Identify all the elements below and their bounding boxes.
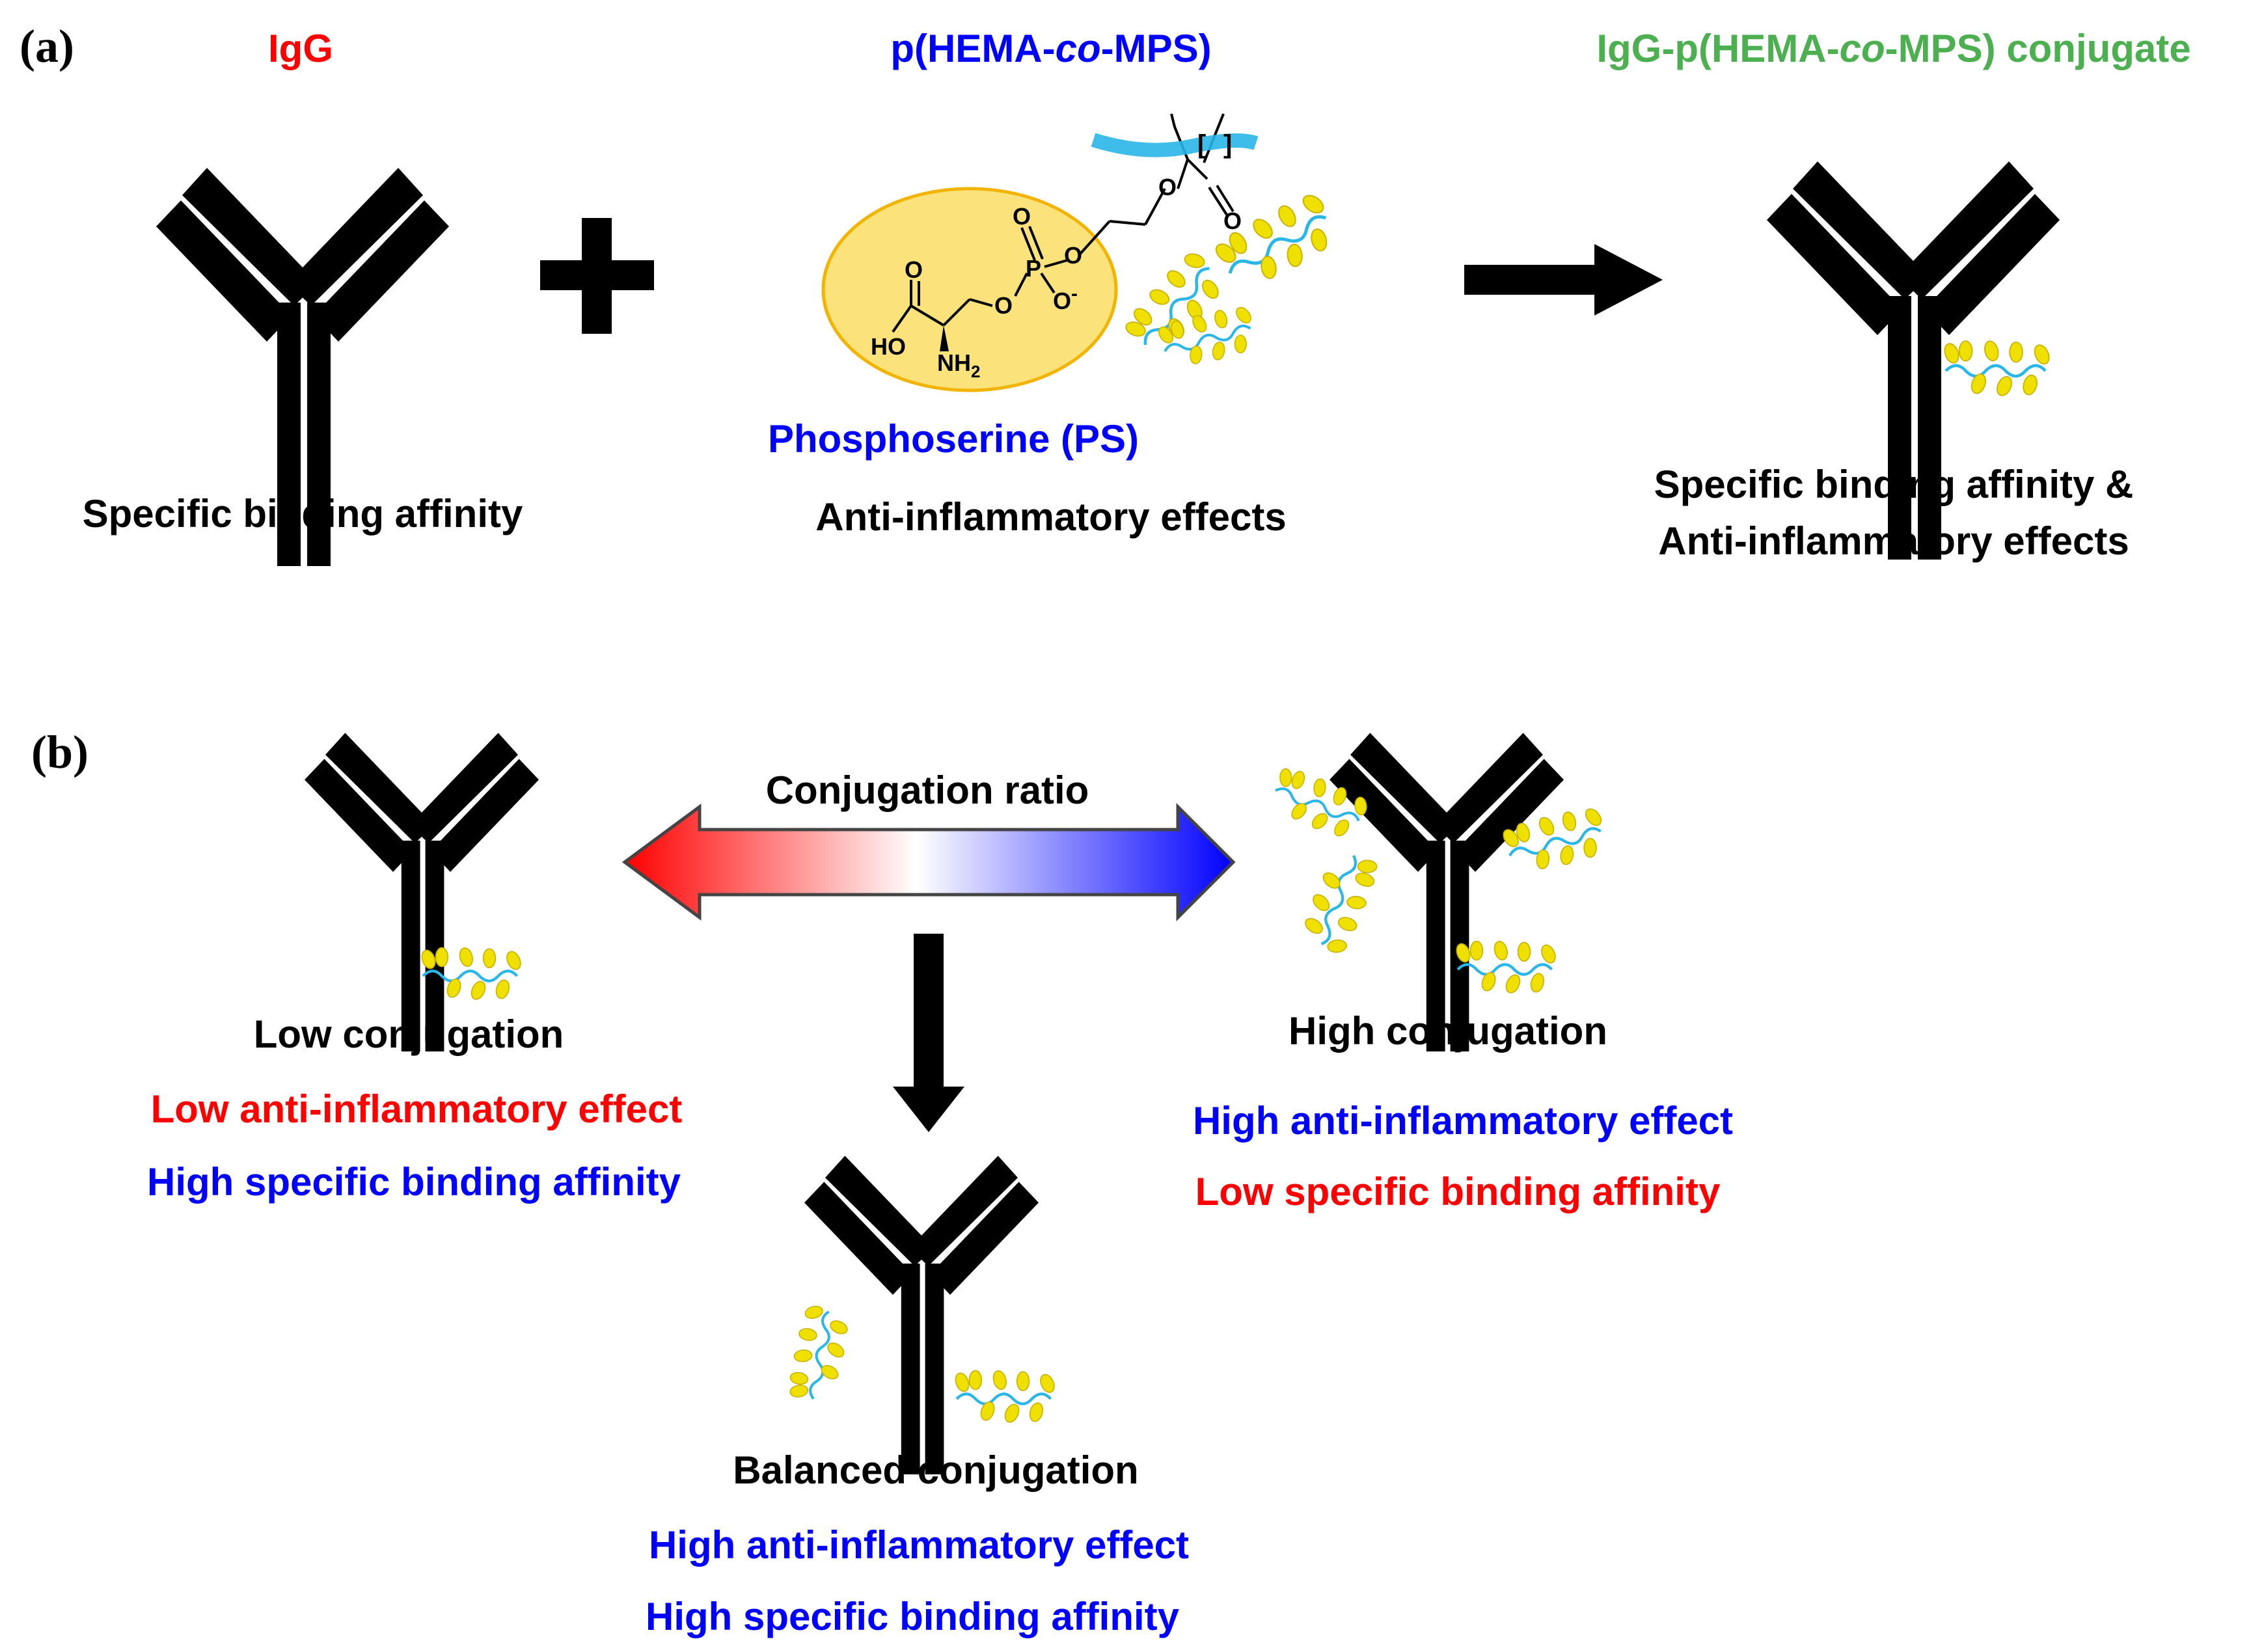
plus-icon (540, 218, 654, 334)
balanced-conjugation-line2: High specific binding affinity (646, 1595, 1180, 1638)
reaction-arrow-icon (1464, 244, 1663, 316)
conjugate-property-line1: Specific binding affinity & (1654, 463, 2134, 506)
balanced-conjugation-antibody-icon (804, 1156, 1039, 1474)
balanced-conjugation-line1: High anti-inflammatory effect (649, 1523, 1189, 1567)
polymer-title: p(HEMA-co-MPS) (890, 27, 1211, 70)
phosphoserine-structure-icon: HO O NH2 O P O O- O O O [ ] (821, 113, 1259, 392)
low-conjugation-line2: High specific binding affinity (147, 1160, 681, 1204)
svg-text:O: O (905, 256, 923, 283)
svg-text:P: P (1026, 255, 1041, 282)
balanced-conjugation-title: Balanced conjugation (733, 1448, 1138, 1492)
svg-text:]: ] (1223, 130, 1232, 159)
high-conjugation-title: High conjugation (1289, 1009, 1607, 1053)
conjugate-property-line2: Anti-inflammatory effects (1658, 519, 2129, 563)
svg-text:O-: O- (1053, 283, 1078, 314)
conjugate-title: IgG-p(HEMA-co-MPS) conjugate (1596, 27, 2190, 70)
low-conjugation-title: Low conjugation (254, 1012, 564, 1056)
conjugate-chain-icon (1942, 340, 2052, 398)
conjugation-ratio-arrow-icon (621, 802, 1236, 922)
svg-text:HO: HO (871, 333, 906, 360)
panel-b-label: (b) (31, 726, 89, 778)
low-conjugation-line1: Low anti-inflammatory effect (151, 1087, 683, 1131)
igg-property-text: Specific binding affinity (83, 492, 523, 535)
low-conjugation-antibody-icon (305, 733, 539, 1051)
igg-title: IgG (268, 27, 333, 70)
down-arrow-icon (893, 934, 964, 1132)
svg-text:O: O (1223, 208, 1242, 234)
svg-text:O: O (994, 292, 1013, 319)
svg-text:NH2: NH2 (937, 349, 980, 381)
svg-text:O: O (1064, 242, 1082, 269)
polymer-property-text: Anti-inflammatory effects (815, 495, 1286, 539)
panel-a-label: (a) (20, 20, 74, 72)
svg-text:O: O (1158, 174, 1177, 200)
ps-name-text: Phosphoserine (PS) (768, 417, 1139, 461)
high-conjugation-line2: Low specific binding affinity (1195, 1170, 1721, 1213)
svg-text:[: [ (1197, 130, 1206, 159)
high-conjugation-antibody-icon (1330, 733, 1564, 1051)
conjugation-ratio-label: Conjugation ratio (766, 768, 1089, 812)
high-conjugation-line1: High anti-inflammatory effect (1193, 1099, 1733, 1143)
balanced-conjugation-chains-icon (785, 1301, 1057, 1424)
svg-text:O: O (1013, 203, 1031, 230)
